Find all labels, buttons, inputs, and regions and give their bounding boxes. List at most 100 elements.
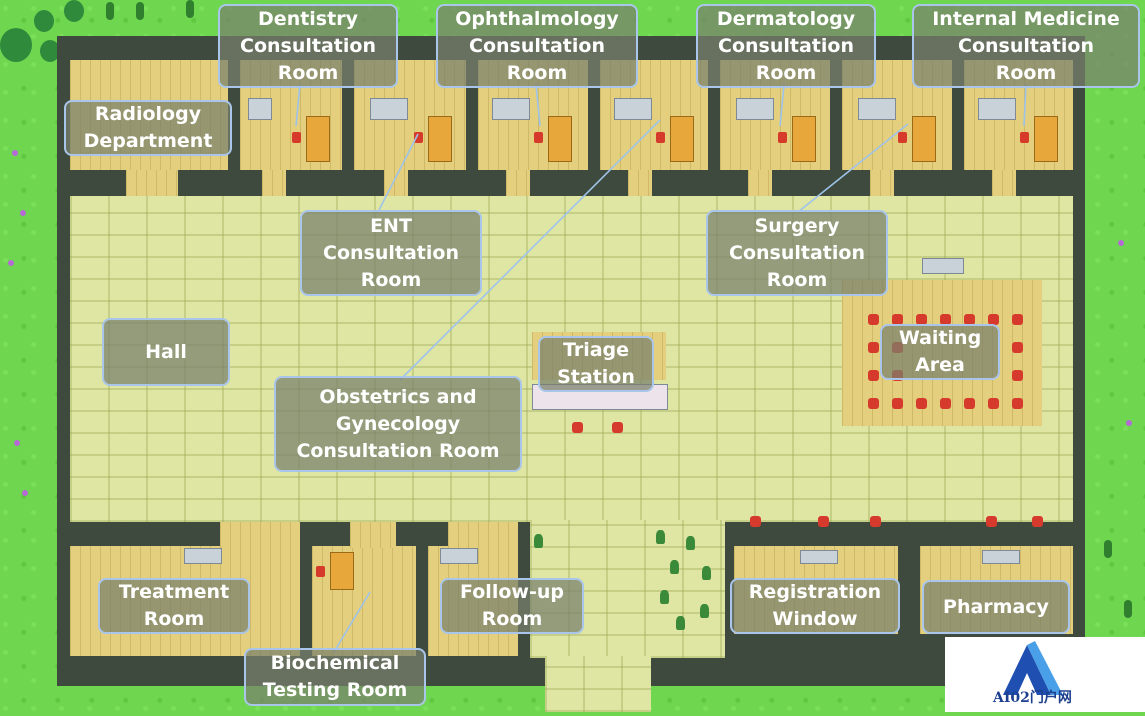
cabinet [858,98,896,120]
label-line: Consultation [240,34,376,57]
cabinet [614,98,652,120]
door [126,170,178,196]
chair [986,516,997,527]
label-radiology: Radiology Department [64,100,232,156]
waiting-chair [916,314,927,325]
desk [670,116,694,162]
plant-icon [534,534,543,548]
plant-icon [676,616,685,630]
tree-icon [0,28,32,62]
chair [898,132,907,143]
flower-icon [14,440,20,446]
label-line: Room [995,61,1057,84]
label-line: Ophthalmology [455,7,619,30]
label-line: Treatment [118,581,230,603]
label-line: Room [766,268,828,291]
chair [870,516,881,527]
label-line: Dermatology [716,7,856,30]
label-obstetrics: Obstetrics and Gynecology Consultation R… [274,376,522,472]
label-line: Follow-up [460,581,564,603]
label-line: Room [755,61,817,84]
tree-icon [34,10,54,32]
label-line: Station [557,366,635,388]
label-ent: ENT Consultation Room [300,210,482,296]
label-line: Gynecology [335,412,461,435]
waiting-chair [892,314,903,325]
chair [818,516,829,527]
desk [792,116,816,162]
cactus-icon [1124,600,1132,618]
cactus-icon [1104,540,1112,558]
label-dermatology: Dermatology Consultation Room [696,4,876,88]
waiting-chair [1012,342,1023,353]
label-line: Consultation Room [296,439,500,462]
desk [330,552,354,590]
desk [306,116,330,162]
chair [1032,516,1043,527]
door [992,170,1016,196]
desk [428,116,452,162]
desk [912,116,936,162]
desk [548,116,572,162]
label-biochemical: Biochemical Testing Room [244,648,426,706]
plant-icon [702,566,711,580]
tree-icon [64,0,84,22]
label-line: Registration [748,581,882,603]
flower-icon [1126,420,1132,426]
counter [800,550,838,564]
biochemical-floor [312,546,416,656]
door [628,170,652,196]
label-line: Room [360,268,422,291]
cactus-icon [186,0,194,18]
chair [292,132,301,143]
door [870,170,894,196]
tv-screen [922,258,964,274]
chair [612,422,623,433]
label-treatment: Treatment Room [98,578,250,634]
label-line: Hall [145,340,187,363]
door [220,522,300,548]
label-line: Consultation [469,34,605,57]
waiting-chair [868,370,879,381]
label-line: Department [83,130,213,152]
label-line: Pharmacy [943,595,1049,618]
label-line: Surgery [754,214,840,237]
label-followup: Follow-up Room [440,578,584,634]
waiting-chair [868,398,879,409]
desk [1034,116,1058,162]
chair [750,516,761,527]
waiting-chair [868,342,879,353]
label-line: Window [772,608,858,630]
waiting-chair [892,398,903,409]
plant-icon [660,590,669,604]
cabinet [492,98,530,120]
chair [414,132,423,143]
label-hall: Hall [102,318,230,386]
label-line: Room [481,608,543,630]
door [350,522,396,548]
waiting-chair [964,314,975,325]
waiting-chair [916,398,927,409]
door [748,170,772,196]
waiting-chair [940,314,951,325]
waiting-chair [1012,370,1023,381]
tree-icon [40,40,60,62]
chair [1020,132,1029,143]
logo-icon [1003,641,1063,695]
chair [778,132,787,143]
label-line: Consultation [958,34,1094,57]
waiting-chair [940,398,951,409]
flower-icon [12,150,18,156]
label-triage: Triage Station [538,336,654,392]
label-line: Consultation [729,241,865,264]
label-line: Room [143,608,205,630]
bed [184,548,222,564]
label-line: Consultation [323,241,459,264]
label-line: Waiting [898,327,982,349]
plant-icon [700,604,709,618]
label-dentistry: Dentistry Consultation Room [218,4,398,88]
label-surgery: Surgery Consultation Room [706,210,888,296]
label-pharmacy: Pharmacy [922,580,1070,634]
label-line: Area [915,354,965,376]
chair [316,566,325,577]
